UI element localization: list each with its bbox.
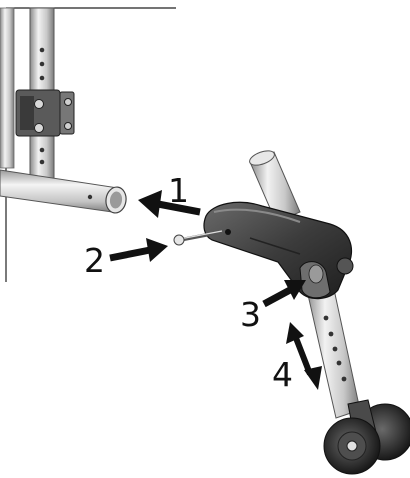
callout-2: 2 bbox=[84, 241, 105, 280]
callout-3: 3 bbox=[240, 295, 261, 334]
locking-pin bbox=[173, 230, 224, 246]
clamp-bolt-icon bbox=[64, 122, 72, 130]
frame-assembly bbox=[0, 7, 176, 282]
callout-4: 4 bbox=[272, 355, 293, 394]
frame-adjustment-holes bbox=[39, 47, 45, 165]
callout-labels: 1 2 3 4 bbox=[84, 171, 293, 394]
clamp-bolt-icon bbox=[34, 99, 44, 109]
housing-hole bbox=[225, 229, 231, 235]
tube-hole bbox=[87, 194, 93, 200]
caster-leg-assembly bbox=[173, 150, 410, 475]
wheel-axle-icon bbox=[346, 440, 358, 452]
frame-upright-tube bbox=[0, 7, 15, 169]
arrow-2-icon bbox=[109, 238, 168, 262]
frame-clamp bbox=[15, 89, 75, 137]
clamp-bolt-icon bbox=[34, 123, 44, 133]
arrow-1-icon bbox=[138, 190, 201, 218]
callout-1: 1 bbox=[168, 171, 189, 210]
housing-knob bbox=[336, 257, 354, 275]
clamp-bolt-icon bbox=[64, 98, 72, 106]
arrow-4-icon bbox=[286, 322, 322, 390]
caster-wheels bbox=[323, 399, 410, 475]
caster-adjustment-holes bbox=[323, 315, 347, 382]
caster-housing bbox=[203, 201, 352, 300]
frame-horizontal-tube bbox=[0, 169, 119, 213]
callout-arrows bbox=[109, 190, 322, 390]
arrow-3-icon bbox=[262, 280, 306, 308]
